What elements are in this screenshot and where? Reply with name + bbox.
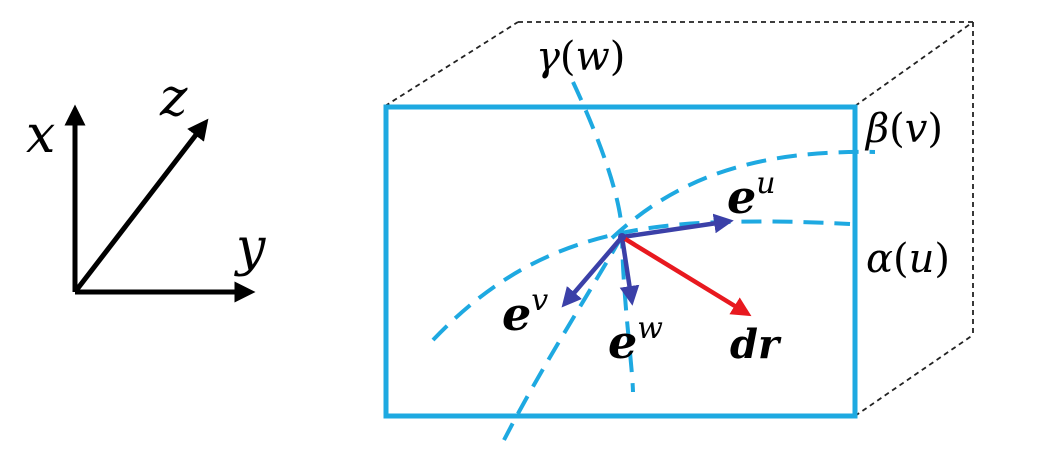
- e-w-label: ew: [608, 311, 663, 369]
- e-w-base: e: [608, 315, 637, 369]
- gamma-arg: w: [576, 34, 610, 80]
- gamma-label: γ(w): [536, 34, 625, 80]
- coordinate-curves: [431, 81, 876, 441]
- e-u-sup: u: [756, 166, 775, 201]
- alpha-name: α: [866, 236, 893, 282]
- e-v-sup: v: [531, 283, 548, 318]
- e-v-label: ev: [502, 283, 548, 341]
- box-hidden-edges: [384, 21, 974, 417]
- y-axis-label: y: [234, 218, 266, 278]
- dr-arrow: [620, 235, 752, 317]
- beta-curve: [610, 149, 876, 240]
- beta-name: β: [864, 106, 889, 152]
- alpha-arg: u: [909, 236, 935, 282]
- gamma-name: γ: [536, 34, 560, 80]
- e-v-arrow: [561, 235, 624, 308]
- beta-label: β(v): [864, 106, 943, 152]
- coordinate-axes: x y z: [26, 68, 266, 303]
- e-w-arrow: [619, 236, 640, 306]
- e-w-sup: w: [637, 311, 663, 346]
- origin-point: [618, 233, 626, 241]
- z-axis-label: z: [159, 68, 188, 128]
- e-v-base: e: [502, 287, 531, 341]
- alpha-label: α(u): [866, 236, 950, 282]
- e-u-arrow: [621, 213, 734, 240]
- gamma-curve-lower: [502, 234, 624, 441]
- e-u-label: eu: [727, 166, 776, 224]
- beta-arg: v: [905, 106, 928, 152]
- dr-label: dr: [730, 321, 782, 368]
- basis-vectors: [561, 213, 734, 308]
- x-axis-label: x: [26, 105, 55, 165]
- front-face-frame: [383, 104, 858, 419]
- z-axis-arrow: [73, 118, 209, 294]
- e-u-base: e: [727, 170, 756, 224]
- alpha-curve: [431, 219, 851, 342]
